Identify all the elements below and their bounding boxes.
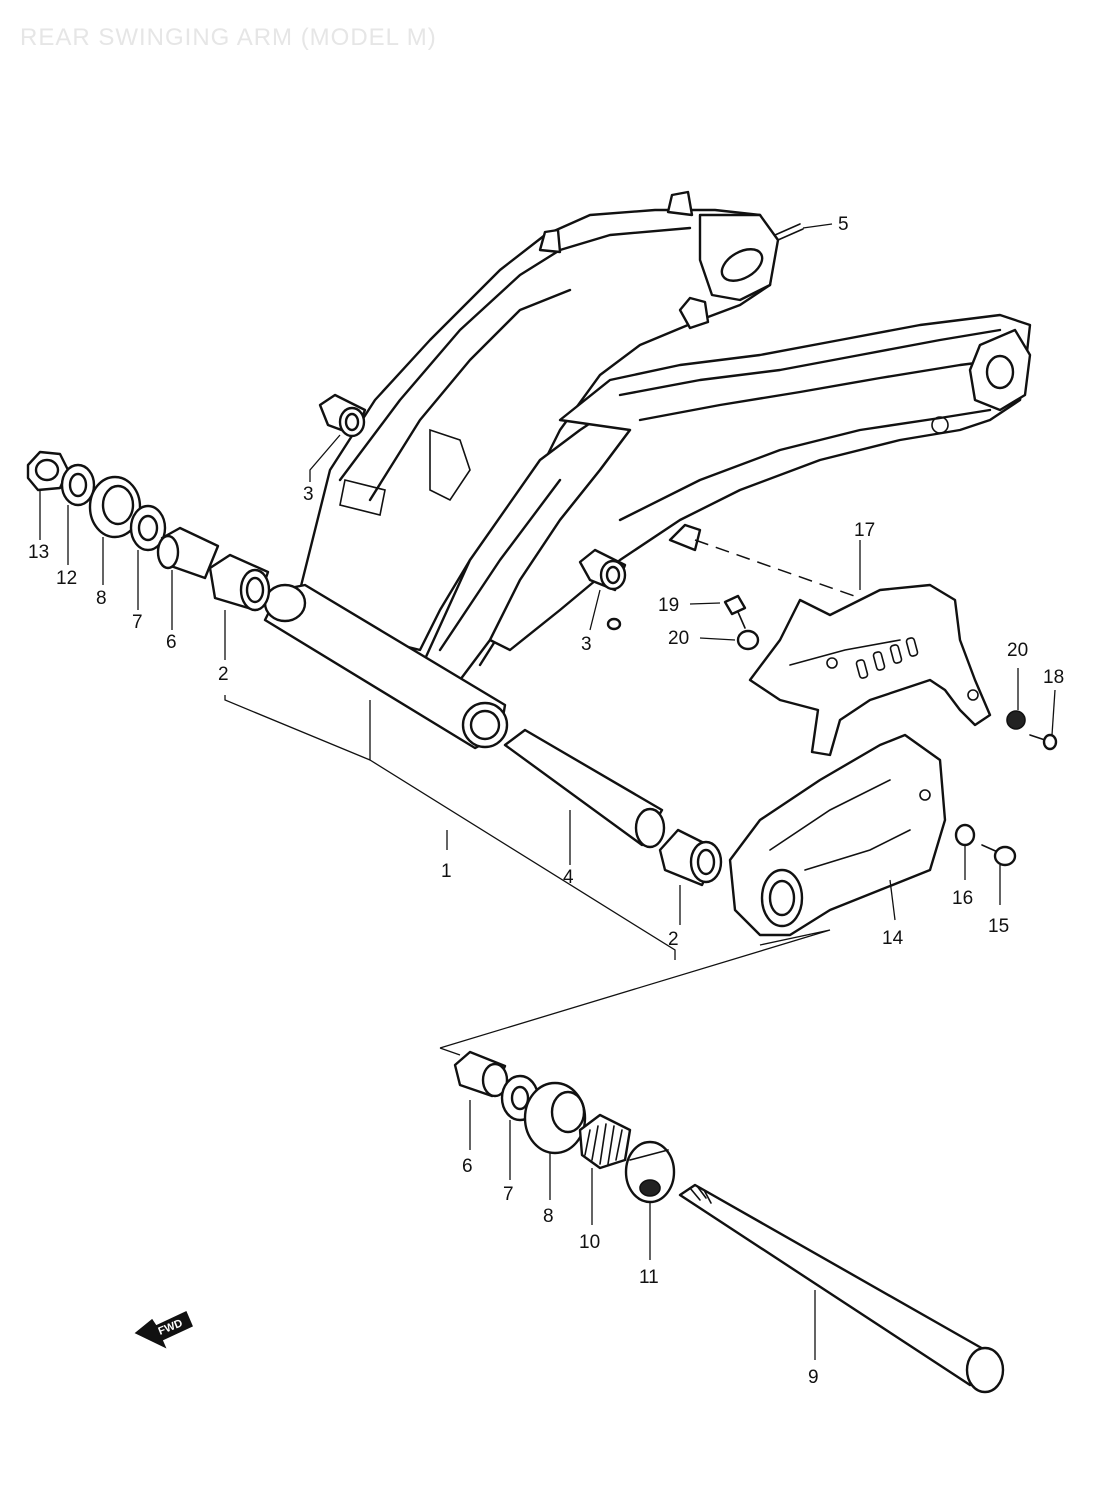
callout-11: 11 bbox=[639, 1267, 659, 1288]
part-2-bearing-right bbox=[658, 828, 723, 887]
callout-3: 3 bbox=[303, 484, 314, 505]
callout-2: 2 bbox=[668, 929, 679, 950]
part-6-spacer bbox=[156, 526, 220, 580]
callout-20: 20 bbox=[668, 628, 689, 649]
part-19-bolt bbox=[723, 594, 747, 629]
forward-arrow-icon: FWD bbox=[134, 1310, 193, 1349]
part-10-adjuster bbox=[578, 1113, 632, 1170]
part-3-bushing-upper bbox=[318, 393, 367, 438]
part-16-collar bbox=[954, 823, 976, 847]
leader-lines bbox=[39, 223, 1056, 1360]
callout-13: 13 bbox=[28, 542, 49, 563]
part-13-nut bbox=[26, 450, 70, 492]
part-12-washer bbox=[60, 463, 96, 507]
callout-20: 20 bbox=[1007, 640, 1028, 661]
callout-8: 8 bbox=[543, 1206, 554, 1227]
callout-19: 19 bbox=[658, 595, 679, 616]
callout-18: 18 bbox=[1043, 667, 1064, 688]
swinging-arm bbox=[263, 190, 1032, 750]
callout-3: 3 bbox=[581, 634, 592, 655]
part-7-washer bbox=[129, 504, 167, 552]
callout-1: 1 bbox=[441, 861, 452, 882]
callout-12: 12 bbox=[56, 568, 77, 589]
part-8-seal bbox=[88, 475, 142, 539]
part-14-chain-adjuster-arm bbox=[728, 733, 947, 937]
callout-9: 9 bbox=[808, 1367, 819, 1388]
callout-10: 10 bbox=[579, 1232, 600, 1253]
part-5-bolt bbox=[774, 223, 804, 241]
part-11-lock-nut bbox=[624, 1140, 676, 1204]
part-4-pivot-tube bbox=[503, 728, 666, 849]
part-8-collar-lower bbox=[523, 1081, 587, 1155]
part-9-pivot-shaft bbox=[678, 1183, 1005, 1394]
part-3-bushing-lower bbox=[578, 548, 627, 631]
part-6-spacer-lower bbox=[453, 1050, 509, 1098]
part-15-bolt bbox=[981, 844, 1017, 867]
callout-16: 16 bbox=[952, 888, 973, 909]
part-2-bearing bbox=[208, 553, 271, 612]
callout-7: 7 bbox=[132, 612, 143, 633]
callout-6: 6 bbox=[166, 632, 177, 653]
callout-7: 7 bbox=[503, 1184, 514, 1205]
part-17-chain-case bbox=[748, 583, 992, 757]
callout-6: 6 bbox=[462, 1156, 473, 1177]
callout-5: 5 bbox=[838, 214, 849, 235]
callout-15: 15 bbox=[988, 916, 1009, 937]
callout-14: 14 bbox=[882, 928, 904, 949]
part-20-washer bbox=[736, 629, 1026, 730]
callout-8: 8 bbox=[96, 588, 107, 609]
callout-labels: 1 2 2 3 3 4 5 6 6 7 7 8 8 9 10 11 12 13 … bbox=[28, 214, 1064, 1388]
part-18-bolt bbox=[1029, 733, 1058, 751]
callout-17: 17 bbox=[854, 520, 875, 541]
callout-4: 4 bbox=[563, 867, 574, 888]
page-title: REAR SWINGING ARM (MODEL M) bbox=[20, 24, 437, 51]
callout-2: 2 bbox=[218, 664, 229, 685]
